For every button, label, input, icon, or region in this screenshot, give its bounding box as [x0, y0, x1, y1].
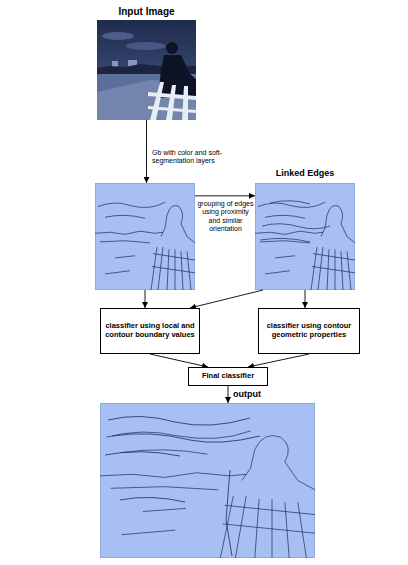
- output-contour: [108, 416, 250, 425]
- bar: [148, 92, 196, 100]
- classifier-box: classifier using local and contour bound…: [100, 308, 200, 354]
- edge-image: [95, 183, 195, 290]
- cloud: [126, 42, 166, 50]
- final-classifier-box: Final classifier: [188, 367, 268, 386]
- bar: [148, 106, 196, 113]
- input-photo: [97, 20, 196, 120]
- box-text: Final classifier: [193, 372, 263, 381]
- output-image: output: [100, 403, 315, 558]
- box-text: classifier using contour geometric prope…: [263, 322, 355, 339]
- classifier-box: classifier using contour geometric prope…: [258, 308, 360, 354]
- flow-arrow: [195, 195, 255, 196]
- linked-contour: [260, 238, 310, 242]
- flow-arrow: [190, 290, 263, 308]
- linked-edge-extra: [260, 201, 330, 242]
- linked-contour: [262, 224, 330, 229]
- image-heading: output: [233, 390, 261, 400]
- image-heading: Linked Edges: [255, 169, 355, 179]
- night-sky: [97, 20, 196, 120]
- bar: [150, 82, 164, 120]
- output-contour: [120, 497, 185, 502]
- cloud: [102, 32, 134, 40]
- flow-arrow: [305, 290, 306, 308]
- flow-arrow: [248, 354, 309, 367]
- person-body: [158, 55, 196, 98]
- bar: [182, 86, 188, 120]
- linked-contour: [270, 201, 310, 204]
- output-extra: [105, 416, 260, 556]
- input-image: Input Image: [97, 20, 196, 120]
- person-head: [166, 42, 178, 54]
- bar: [166, 85, 176, 120]
- output-contour: [112, 434, 260, 443]
- output-edge-map: [100, 403, 315, 558]
- flow-arrow: [228, 386, 229, 403]
- flow-arrow: [145, 290, 146, 308]
- flow-arrow: [146, 120, 147, 183]
- output-contour: [226, 470, 232, 556]
- linked-edges-image: Linked Edges: [255, 183, 355, 290]
- box-text: classifier using local and contour bound…: [105, 322, 195, 339]
- image-heading: Input Image: [97, 6, 196, 17]
- edge-label: grouping of edges using proximity and si…: [197, 200, 254, 234]
- output-contour: [105, 452, 180, 456]
- flow-arrow: [150, 354, 208, 367]
- edge-label: Gb with color and soft-segmentation laye…: [152, 149, 252, 166]
- linked-edge-map: [255, 183, 355, 290]
- edge-map: [95, 183, 195, 290]
